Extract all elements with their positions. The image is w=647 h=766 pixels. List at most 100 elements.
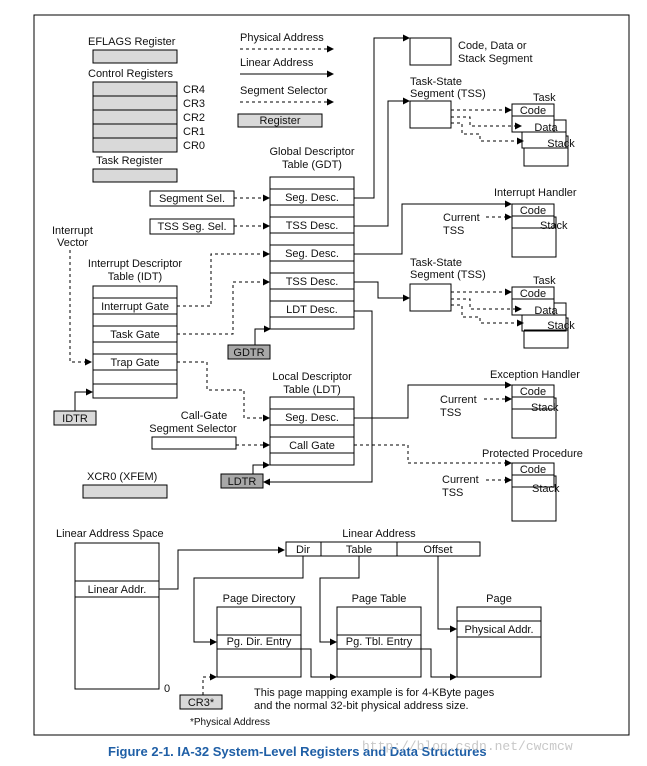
legend-physical-address: Physical Address [240, 32, 324, 44]
task2-data-label: Data [534, 305, 558, 317]
callgate-selector-label-2: Segment Selector [149, 423, 237, 435]
interrupt-handler-stack-label: Stack [540, 220, 568, 232]
linear-address-title: Linear Address [342, 528, 416, 540]
segment-sel-label: Segment Sel. [159, 193, 225, 205]
ldtr-label: LDTR [228, 476, 257, 488]
gdt-entry-tss-desc-2: TSS Desc. [286, 276, 339, 288]
code-data-stack-segment-box [409, 37, 452, 66]
gdt-title-1: Global Descriptor [270, 146, 355, 158]
ldt-entry-seg-desc: Seg. Desc. [285, 412, 339, 424]
idt-entry-task-gate: Task Gate [110, 329, 160, 341]
pde-to-page-table-arrow [301, 648, 337, 681]
idt-table [92, 285, 178, 399]
offset-to-physical-arrow [437, 556, 457, 633]
protected-procedure-stack-label: Stack [532, 483, 560, 495]
ldtr-to-ldt-arrow [252, 461, 270, 474]
linear-address-space-box [74, 542, 160, 690]
control-registers-label: Control Registers [88, 68, 173, 80]
exception-handler-label: Exception Handler [490, 369, 580, 381]
interrupt-handler-stack [511, 203, 557, 258]
interrupt-vector-1: Interrupt [52, 225, 93, 237]
gdt-tss-desc-to-tss2-arrow [354, 281, 410, 302]
tss1-title-1: Task-State [410, 76, 462, 88]
cr3-label: CR3 [183, 98, 205, 110]
exception-handler-code-label: Code [520, 386, 546, 398]
interrupt-handler-label: Interrupt Handler [494, 187, 577, 199]
linear-address-fields [285, 541, 481, 557]
code-data-stack-label-2: Stack Segment [458, 53, 533, 65]
cr1-label: CR1 [183, 126, 205, 138]
exception-current-tss-2: TSS [440, 407, 461, 419]
callgate-selector-label-1: Call-Gate [181, 410, 227, 422]
procedure-current-tss-2: TSS [442, 487, 463, 499]
pg-tbl-entry-label: Pg. Tbl. Entry [346, 636, 413, 648]
watermark: http://blog.csdn.net/cwcmcw [362, 739, 573, 754]
gdt-title-2: Table (GDT) [282, 159, 342, 171]
cr4-label: CR4 [183, 84, 205, 96]
tss2-to-stack-arrow [451, 304, 524, 327]
task-gate-to-gdt-arrow [177, 278, 270, 335]
paging-note-2: and the normal 32-bit physical address s… [254, 700, 469, 712]
callgate-selector-box [151, 436, 237, 450]
ldt-title-1: Local Descriptor [272, 371, 352, 383]
interrupt-handler-code-label: Code [520, 205, 546, 217]
page-directory-label: Page Directory [223, 593, 296, 605]
idtr-to-idt-arrow [74, 388, 93, 411]
gdt-entry-ldt-desc: LDT Desc. [286, 304, 338, 316]
cr0-label: CR0 [183, 140, 205, 152]
protected-procedure-label: Protected Procedure [482, 448, 583, 460]
page-directory-box [216, 606, 302, 678]
task1-data-label: Data [534, 122, 558, 134]
ldt-title-2: Table (LDT) [283, 384, 340, 396]
interrupt-vector-2: Vector [57, 237, 89, 249]
figure-caption: Figure 2-1. IA-32 System-Level Registers… [108, 744, 487, 759]
task-register-label: Task Register [96, 155, 163, 167]
interrupt-gate-to-gdt-arrow [177, 250, 270, 307]
pte-to-page-arrow [421, 648, 457, 681]
trap-gate-to-ldt-arrow [177, 361, 270, 422]
xcr0-register [82, 484, 168, 499]
gdt-seg-desc-to-handler-arrow [354, 200, 512, 255]
task2-code-label: Code [520, 288, 546, 300]
xcr0-label: XCR0 (XFEM) [87, 471, 157, 483]
linear-addr-to-linear-address-arrow [159, 546, 285, 590]
page-table-box [336, 606, 422, 678]
page-table-label: Page Table [352, 593, 407, 605]
task2-label: Task [533, 275, 556, 287]
idt-entry-trap-gate: Trap Gate [110, 357, 159, 369]
idtr-label: IDTR [62, 413, 88, 425]
legend-register-label: Register [260, 115, 301, 127]
interrupt-current-tss-1: Current [443, 212, 480, 224]
tss2-box [409, 283, 452, 312]
cr2-label: CR2 [183, 112, 205, 124]
field-dir: Dir [296, 544, 310, 556]
task1-label: Task [533, 92, 556, 104]
page-label: Page [486, 593, 512, 605]
procedure-current-tss-1: Current [442, 474, 479, 486]
legend-register-box [237, 113, 323, 128]
legend-linear-address: Linear Address [240, 57, 314, 69]
legend-segment-selector: Segment Selector [240, 85, 328, 97]
pg-dir-entry-label: Pg. Dir. Entry [227, 636, 292, 648]
exception-handler-stack-label: Stack [531, 402, 559, 414]
gdtr-label: GDTR [233, 347, 264, 359]
interrupt-vector-arrow [69, 250, 92, 366]
field-table: Table [346, 544, 372, 556]
gdt-tss-desc-to-tss1-arrow [354, 97, 410, 227]
ldt-desc-to-ldtr-arrow [263, 310, 373, 486]
gdt-table [269, 176, 355, 330]
eflags-register [92, 49, 178, 64]
ldt-entry-call-gate: Call Gate [289, 440, 335, 452]
gdt-entry-seg-desc-1: Seg. Desc. [285, 192, 339, 204]
call-gate-to-procedure-arrow [354, 444, 512, 467]
cr3-label: CR3* [188, 697, 215, 709]
gdt-entry-seg-desc-2: Seg. Desc. [285, 248, 339, 260]
cr3-register [179, 694, 223, 710]
dir-to-pde-arrow [193, 556, 304, 646]
tss2-to-data-arrow [451, 298, 522, 313]
gdt-entry-tss-desc-1: TSS Desc. [286, 220, 339, 232]
task-register [92, 168, 178, 183]
idt-title-1: Interrupt Descriptor [88, 258, 182, 270]
tss2-title-2: Segment (TSS) [410, 269, 486, 281]
tss2-title-1: Task-State [410, 257, 462, 269]
